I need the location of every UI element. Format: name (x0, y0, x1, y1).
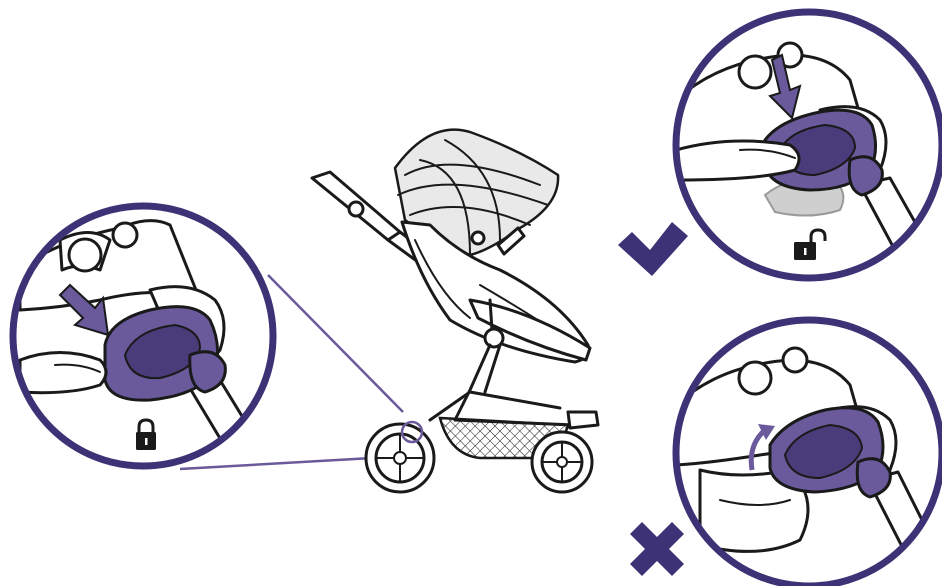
stroller-illustration (312, 130, 598, 492)
detail-unlocked-correct-panel (618, 8, 942, 288)
checkmark-icon (618, 222, 688, 276)
detail-lock-panel (0, 200, 290, 480)
detail-incorrect-panel (630, 316, 942, 586)
cross-icon (630, 522, 684, 576)
